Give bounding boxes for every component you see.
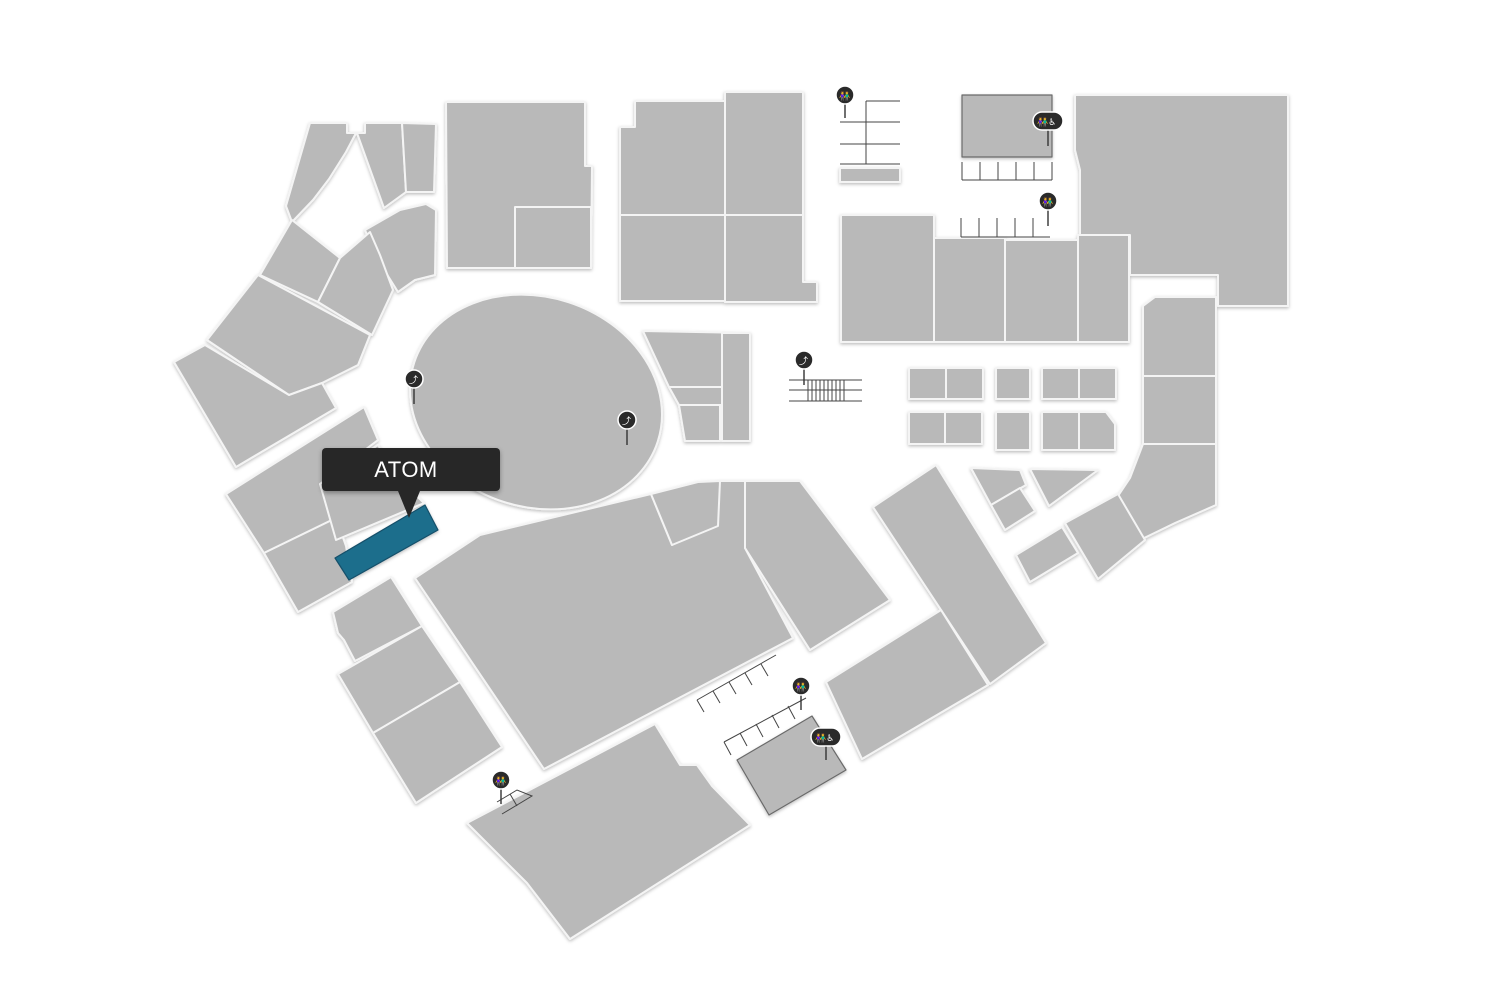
store-unit[interactable] — [840, 214, 935, 343]
store-unit[interactable] — [514, 206, 592, 269]
store-unit[interactable] — [1077, 234, 1130, 343]
store-unit[interactable] — [995, 411, 1031, 451]
store-unit[interactable] — [1004, 239, 1079, 343]
restroom-icon[interactable]: 👫 — [1038, 191, 1058, 226]
restroom-glyph: 👫 — [839, 90, 850, 102]
stairs — [789, 379, 862, 402]
escalator-glyph: ⤴ — [799, 355, 808, 367]
store-unit[interactable] — [466, 723, 751, 940]
restroom-icon[interactable]: 👫 — [491, 770, 511, 804]
store-unit[interactable] — [650, 480, 721, 546]
store-tooltip-label: ATOM — [374, 457, 438, 482]
store-unit[interactable] — [724, 214, 818, 303]
store-tooltip-pointer — [398, 491, 420, 518]
store-unit[interactable] — [619, 100, 726, 216]
store-unit[interactable] — [908, 367, 947, 400]
store-unit[interactable] — [1117, 443, 1217, 541]
store-unit[interactable] — [401, 122, 437, 193]
store-unit[interactable] — [1015, 526, 1079, 583]
store-unit[interactable] — [1029, 468, 1099, 507]
store-unit[interactable] — [825, 609, 989, 760]
amenity-pins: 👫 👫♿ 👫 ⤴ ⤴ ⤴ 👫 — [404, 85, 1064, 804]
accessible-restroom-glyph: 👫♿ — [815, 732, 834, 744]
store-unit[interactable] — [356, 122, 407, 209]
store-unit[interactable] — [1064, 493, 1146, 580]
escalator-icon[interactable]: ⤴ — [404, 369, 424, 404]
store-unit[interactable] — [944, 411, 983, 445]
store-unit[interactable] — [1078, 367, 1117, 400]
store-unit[interactable] — [1041, 367, 1080, 400]
store-unit[interactable] — [995, 367, 1031, 400]
store-unit[interactable] — [317, 231, 394, 336]
store-unit[interactable] — [839, 167, 901, 183]
store-unit[interactable] — [1142, 296, 1217, 377]
accessible-restroom-glyph: 👫♿ — [1037, 116, 1056, 128]
store-unit[interactable] — [744, 480, 891, 651]
store-unit[interactable] — [285, 122, 357, 223]
store-unit[interactable] — [1142, 375, 1217, 445]
loading-bays-top — [840, 100, 1053, 238]
store-unit[interactable] — [1041, 411, 1080, 451]
store-unit[interactable] — [372, 681, 503, 804]
store-unit[interactable] — [332, 576, 423, 662]
store-unit[interactable] — [908, 411, 946, 445]
loading-bays-bottom — [496, 654, 807, 815]
store-unit[interactable] — [945, 367, 984, 400]
store-unit[interactable] — [668, 386, 723, 406]
store-unit[interactable] — [990, 487, 1036, 531]
escalator-icon[interactable]: ⤴ — [617, 410, 637, 445]
accessible-restroom-icon[interactable]: 👫♿ — [1032, 111, 1064, 146]
store-tooltip: ATOM — [322, 448, 500, 518]
store-unit[interactable] — [1078, 411, 1116, 451]
escalator-icon[interactable]: ⤴ — [794, 350, 814, 385]
accessible-restroom-icon[interactable]: 👫♿ — [810, 727, 842, 760]
store-unit[interactable] — [619, 214, 726, 302]
store-unit[interactable] — [678, 404, 721, 442]
restroom-icon[interactable]: 👫 — [835, 85, 855, 118]
restroom-glyph: 👫 — [1042, 196, 1053, 208]
store-unit[interactable] — [961, 94, 1053, 158]
store-unit[interactable] — [173, 344, 337, 468]
restroom-icon[interactable]: 👫 — [791, 676, 811, 710]
store-unit[interactable] — [721, 332, 751, 442]
store-unit[interactable] — [933, 237, 1006, 343]
escalator-glyph: ⤴ — [409, 374, 418, 386]
store-unit[interactable] — [724, 91, 804, 216]
restroom-glyph: 👫 — [795, 681, 806, 693]
escalator-glyph: ⤴ — [622, 415, 631, 427]
restroom-glyph: 👫 — [495, 775, 506, 787]
store-atom[interactable] — [334, 504, 439, 581]
store-unit[interactable] — [970, 467, 1027, 506]
